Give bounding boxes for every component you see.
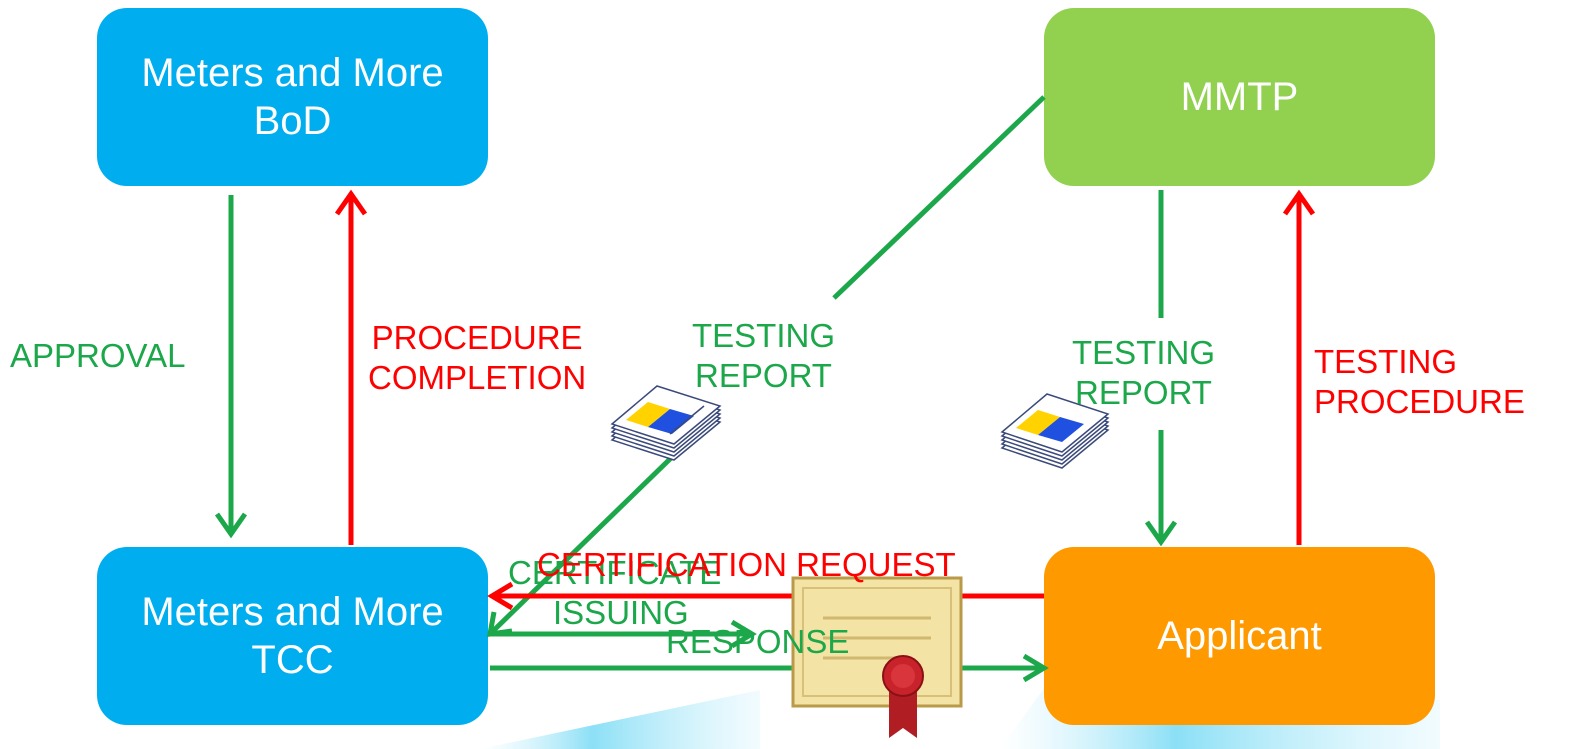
label-certificate: CERTIFICATE (508, 554, 722, 591)
label-testing-procedure: TESTING PROCEDURE (1314, 343, 1525, 420)
certificate-icon (791, 576, 963, 738)
label-approval: APPROVAL (10, 337, 186, 374)
label-response: RESPONSE (666, 623, 850, 660)
label-certification-request: CERTIFICATION REQUEST (537, 546, 956, 583)
arrow-certificate-issuing (490, 619, 757, 649)
arrow-testing-report-mmtp-applicant (1144, 190, 1178, 547)
label-issuing: ISSUING (553, 594, 689, 631)
node-applicant: Applicant (1044, 547, 1435, 725)
label-procedure-completion: PROCEDURE COMPLETION (368, 319, 587, 396)
arrow-approval (214, 195, 248, 539)
node-label: Meters and More TCC (141, 590, 444, 682)
node-label: MMTP (1180, 75, 1299, 119)
arrow-procedure-completion (334, 189, 368, 545)
document-stack-icon (610, 385, 722, 461)
arrow-testing-procedure (1282, 189, 1316, 545)
label-testing-report-mmtp-applicant: TESTING REPORT (1072, 334, 1216, 411)
node-label: Applicant (1157, 614, 1322, 658)
label-testing-report-mmtp-tcc: TESTING REPORT (692, 317, 836, 394)
document-stack-icon (1000, 393, 1110, 469)
node-label: Meters and More BoD (141, 51, 444, 143)
node-mmtp: MMTP (1044, 8, 1435, 186)
node-meters-and-more-tcc: Meters and More TCC (97, 547, 488, 725)
node-meters-and-more-bod: Meters and More BoD (97, 8, 488, 186)
